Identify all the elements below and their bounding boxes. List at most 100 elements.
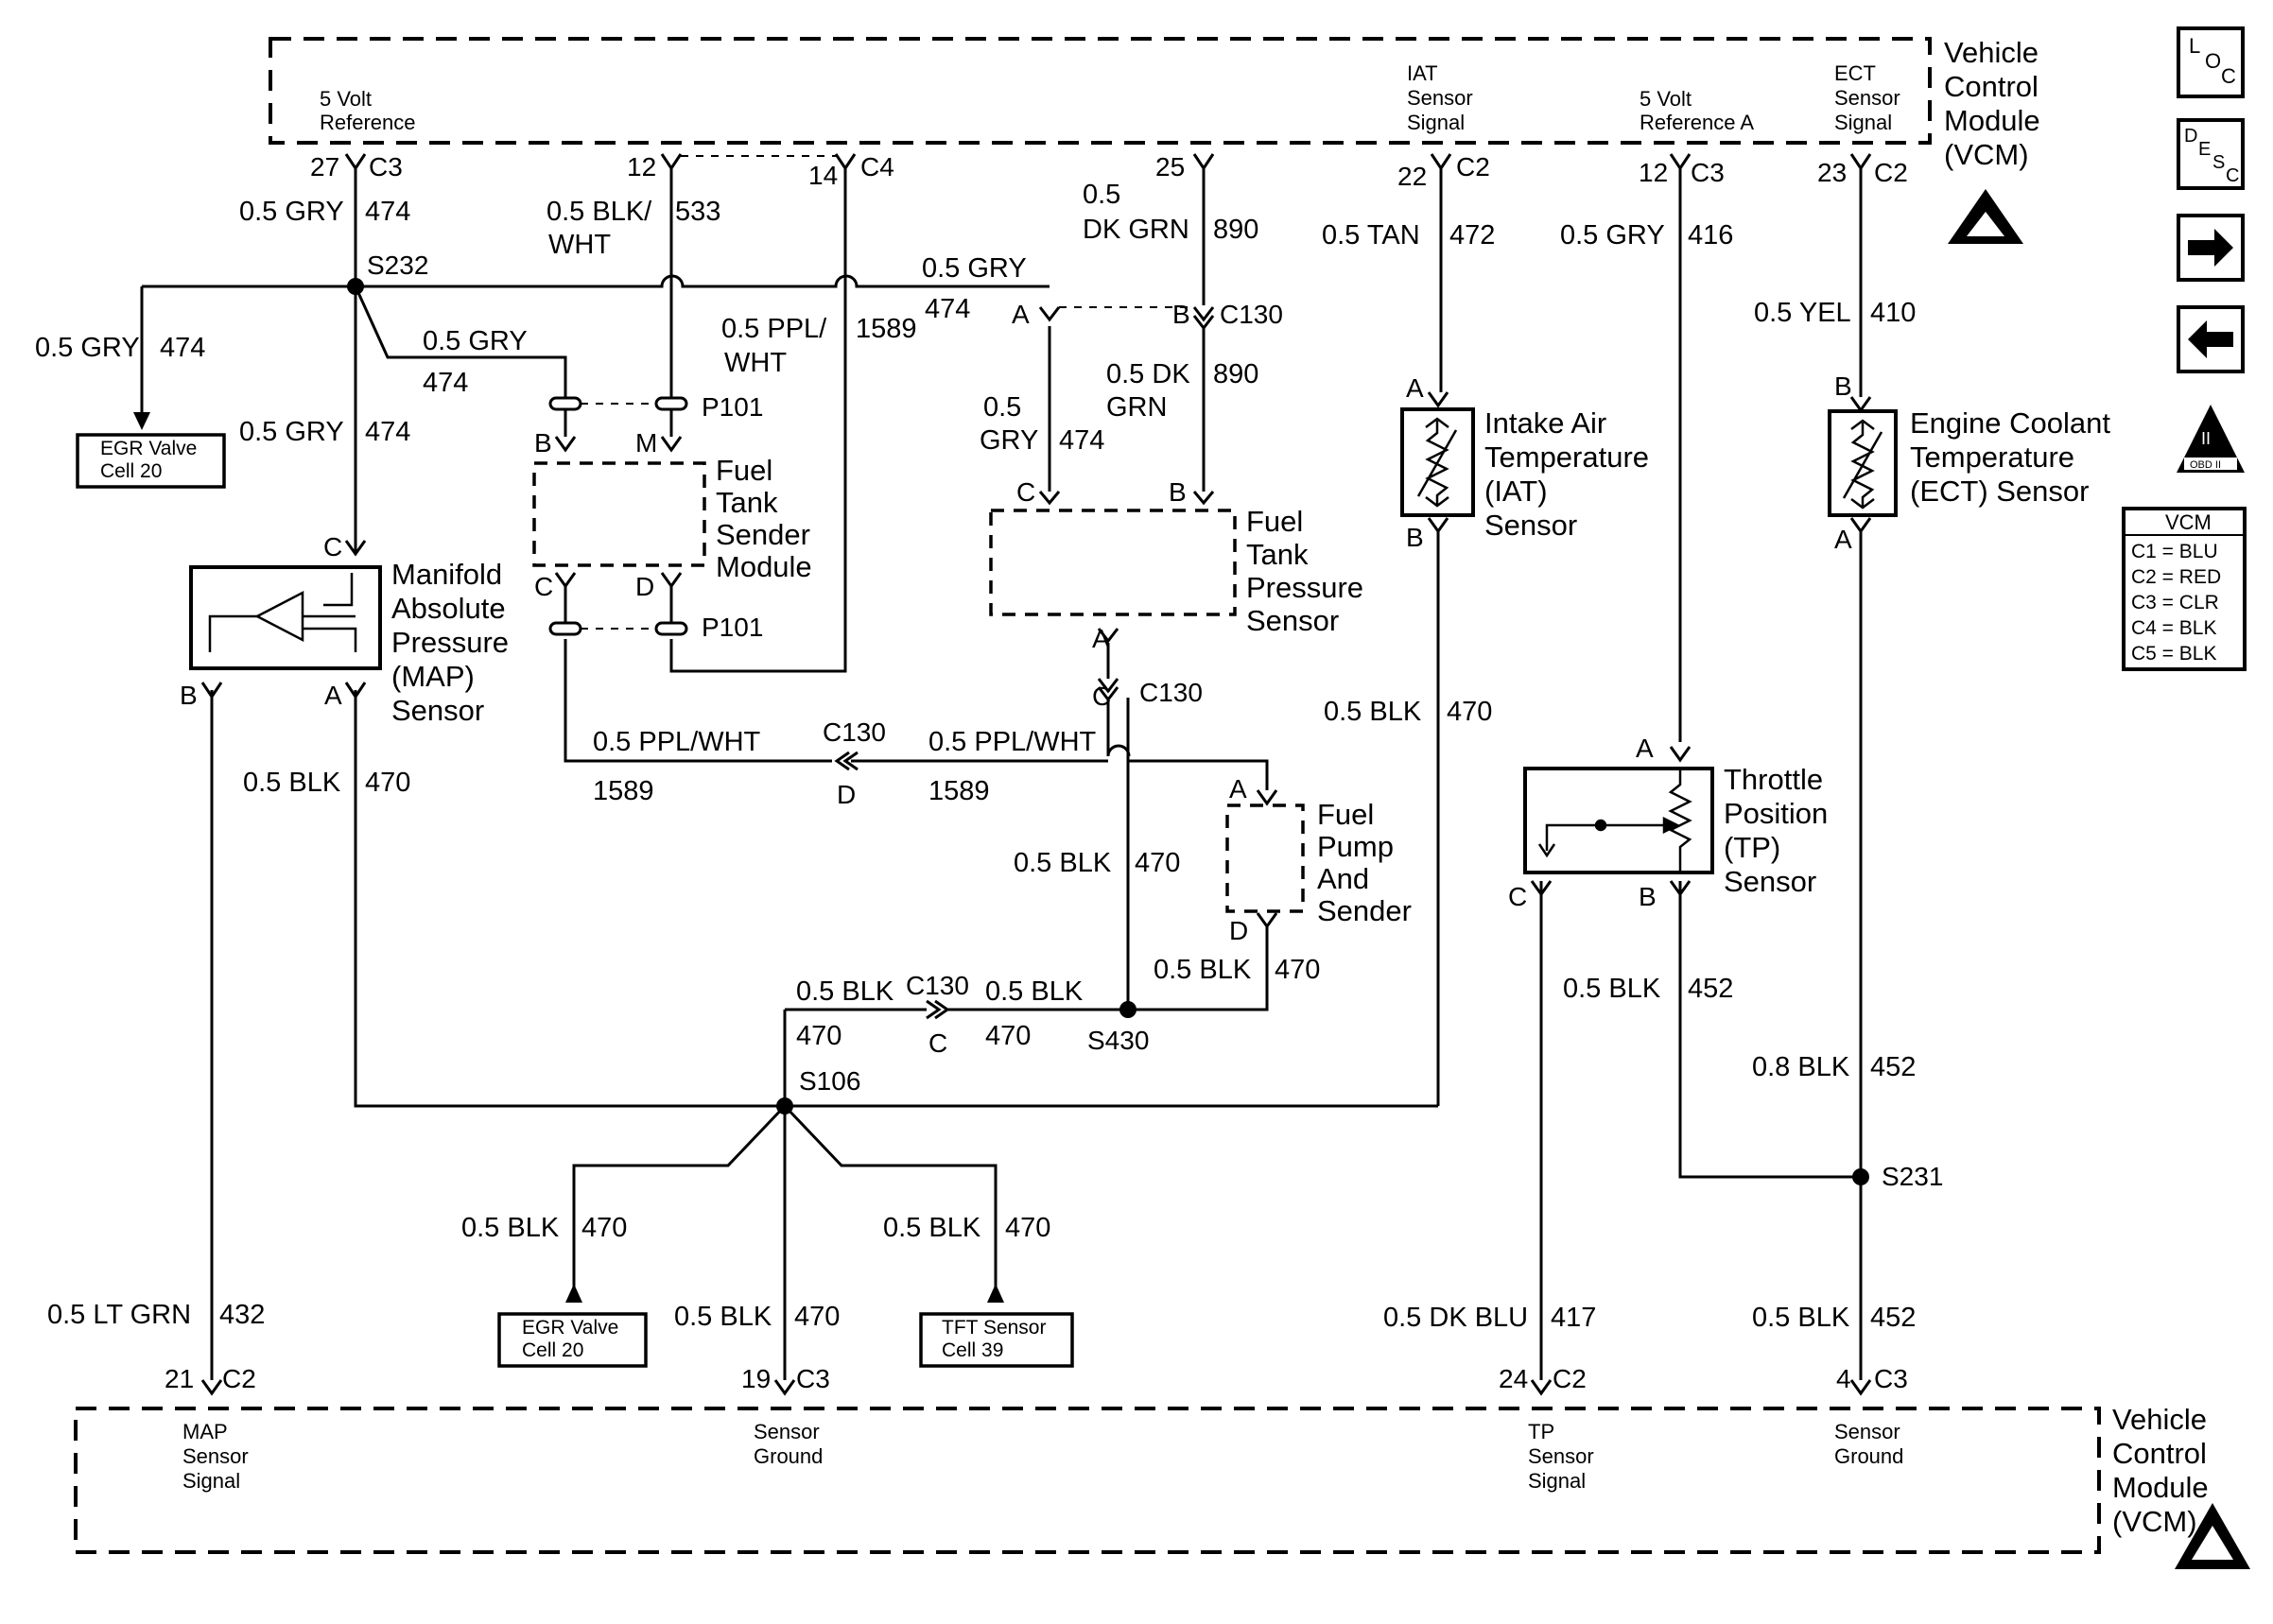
map-sensor-symbol xyxy=(208,573,357,652)
vcm-label-map: MAP Sensor Signal xyxy=(182,1420,254,1493)
egr-ref1-line1: EGR Valve xyxy=(100,438,197,459)
w1589c-size: 0.5 PPL/WHT xyxy=(928,727,1097,757)
w416-size: 0.5 GRY xyxy=(1560,220,1665,251)
w1589b-size: 0.5 PPL/WHT xyxy=(593,727,761,757)
w474c-num: 474 xyxy=(160,333,205,363)
w1589a-size-1: 0.5 PPL/ xyxy=(721,314,827,344)
map-sensor-box xyxy=(189,565,382,670)
next-page-button[interactable] xyxy=(2177,214,2245,282)
w1589b-num: 1589 xyxy=(593,776,654,806)
w416-num: 416 xyxy=(1688,220,1733,251)
tft-ref-line1: TFT Sensor xyxy=(942,1317,1046,1339)
pin-b7: B xyxy=(1406,523,1424,552)
w452a-size: 0.5 BLK xyxy=(1563,974,1661,1004)
w474d-num: 474 xyxy=(423,368,468,398)
w452a-num: 452 xyxy=(1688,974,1733,1004)
w474f-size-1: 0.5 xyxy=(983,392,1021,423)
w474a-num: 474 xyxy=(365,197,410,227)
w470f-size: 0.5 BLK xyxy=(985,976,1084,1007)
w1589a-size-2: WHT xyxy=(724,348,787,378)
w470c-num: 470 xyxy=(1135,848,1180,878)
w890a-size-1: 0.5 xyxy=(1083,180,1120,210)
iat-sensor-label: Intake Air Temperature (IAT) Sensor xyxy=(1484,406,1657,542)
w470g-num: 470 xyxy=(581,1213,627,1243)
w470d-size: 0.5 BLK xyxy=(1154,955,1252,985)
pin-27: 27 xyxy=(310,152,339,181)
obd2-icon: II OBD II xyxy=(2177,405,2245,473)
vcm-table-row-5: C5 = BLK xyxy=(2131,643,2216,665)
svg-text:A C B: A C B xyxy=(1508,734,1659,911)
svg-text:EGR Valve Cell 20: EGR Valve Cell 20 xyxy=(522,1317,624,1361)
p101-a-label: P101 xyxy=(702,392,763,422)
svg-text:EGR Valve Cell 20: EGR Valve Cell 20 xyxy=(100,438,202,482)
tft-sensor-ref[interactable] xyxy=(919,1312,1074,1368)
conn-c3-b: C3 xyxy=(1691,158,1725,187)
c130-a-label: C130 xyxy=(1220,300,1283,329)
egr-valve-ref-1[interactable] xyxy=(76,433,226,489)
pin-d2: D xyxy=(635,572,654,601)
w1589c-num: 1589 xyxy=(928,776,990,806)
w474a-size: 0.5 GRY xyxy=(239,197,344,227)
pin-22: 22 xyxy=(1397,162,1427,191)
svg-text:A D: A D xyxy=(1229,774,1253,945)
w472-num: 472 xyxy=(1449,220,1495,251)
pin-23: 23 xyxy=(1817,158,1847,187)
vcm-bottom-box xyxy=(74,1407,2101,1554)
pin-b8: B xyxy=(1834,371,1852,401)
svg-text:A B: A B xyxy=(1406,373,1430,552)
w474d-size: 0.5 GRY xyxy=(423,326,528,356)
svg-text:TFT Sensor Cell 39: TFT Sensor Cell 39 xyxy=(942,1317,1051,1361)
pin-a9: A xyxy=(1636,734,1654,763)
fuel-tank-pressure-label: Fuel Tank Pressure Sensor xyxy=(1246,505,1372,637)
svg-text:C B A C: C B A C xyxy=(1016,477,1193,711)
tft-ref-line2: Cell 39 xyxy=(942,1339,1003,1361)
ect-sensor-label: Engine Coolant Temperature (ECT) Sensor xyxy=(1910,406,2119,508)
vcm-top-box xyxy=(269,37,1932,145)
c130-c-pin: D xyxy=(837,780,856,809)
c130-c-label: C130 xyxy=(823,717,886,747)
splice-s231-label: S231 xyxy=(1882,1162,1943,1191)
splice-s232 xyxy=(347,278,364,295)
pin-25: 25 xyxy=(1155,152,1185,181)
p101-connectors xyxy=(548,396,688,636)
egr-valve-ref-2[interactable] xyxy=(497,1312,648,1368)
w474e-num: 474 xyxy=(365,417,410,447)
vcm-label-gnd2: Sensor Ground xyxy=(1834,1420,1906,1468)
w472-size: 0.5 TAN xyxy=(1322,220,1420,251)
splice-s106-label: S106 xyxy=(799,1066,860,1096)
conn-c3-c: C3 xyxy=(796,1364,830,1393)
pin-24: 24 xyxy=(1499,1364,1528,1393)
fuel-pump-sender-box xyxy=(1225,803,1305,913)
conn-c3-d: C3 xyxy=(1874,1364,1908,1393)
svg-text:C1 = BLU C2 = RED: C1 = BLU C2 = RED C3 = CLR C4 = BLK C5 =… xyxy=(2131,541,2227,665)
svg-text:II: II xyxy=(2201,429,2211,448)
w533-num: 533 xyxy=(675,197,720,227)
vcm-table-title: VCM xyxy=(2165,510,2212,534)
w1589a-num: 1589 xyxy=(856,314,917,344)
desc-button[interactable]: DESC xyxy=(2177,118,2245,190)
pin-b5: B xyxy=(180,681,198,710)
w470b-size: 0.5 BLK xyxy=(243,768,341,798)
pin-a7: A xyxy=(1406,373,1424,403)
pin-a1: A xyxy=(1012,300,1030,329)
vcm-label-iat: IAT Sensor Signal xyxy=(1407,61,1479,134)
prev-page-button[interactable] xyxy=(2177,305,2245,373)
svg-text:C B A: C B A xyxy=(180,532,350,710)
vcm-bottom-title: Vehicle Control Module (VCM) xyxy=(2112,1403,2216,1538)
fuel-tank-sender-label: Fuel Tank Sender Module xyxy=(716,454,819,583)
c130-d-label: C130 xyxy=(906,971,969,1000)
w470h-size: 0.5 BLK xyxy=(674,1302,772,1332)
pin-19: 19 xyxy=(741,1364,771,1393)
pin-c4: C xyxy=(1092,682,1111,711)
w470e-num: 470 xyxy=(796,1021,842,1051)
conn-c2-b: C2 xyxy=(1874,158,1908,187)
w410-num: 410 xyxy=(1870,298,1916,328)
tp-potentiometer-icon xyxy=(1537,769,1692,872)
loc-button[interactable]: LOC xyxy=(2177,26,2245,98)
iat-thermistor-icon xyxy=(1416,417,1458,508)
splice-dots xyxy=(347,278,1869,1185)
splice-s232-label: S232 xyxy=(367,251,428,280)
vcm-table-row-3: C3 = CLR xyxy=(2131,592,2219,613)
pin-12: 12 xyxy=(627,152,656,181)
